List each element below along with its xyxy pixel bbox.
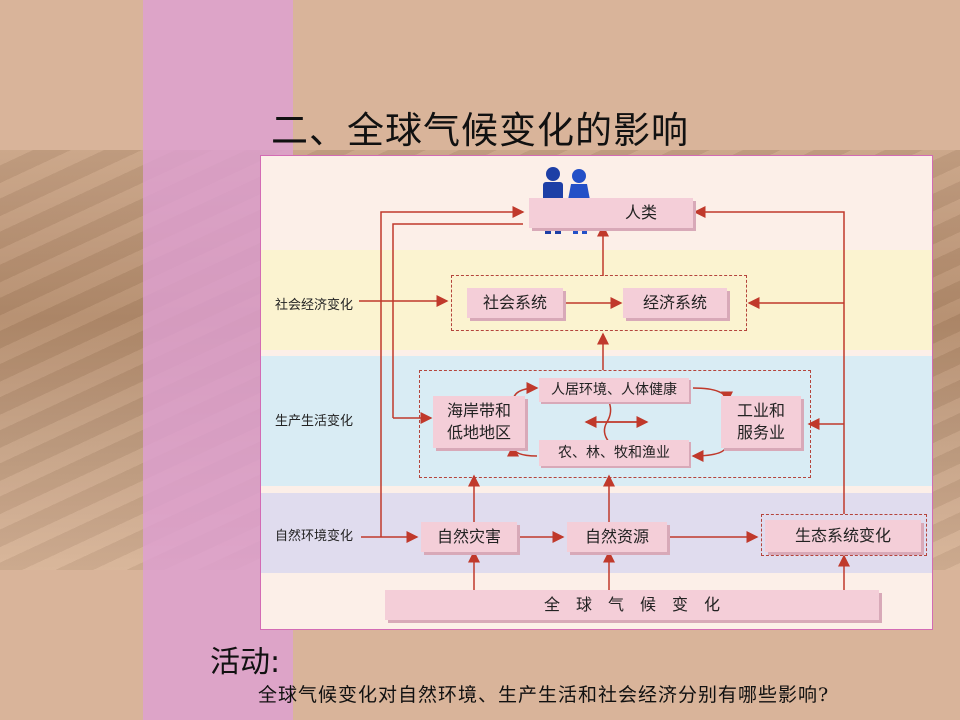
agriculture-box: 农、林、牧和渔业 bbox=[539, 440, 689, 466]
natural-resources-box: 自然资源 bbox=[567, 522, 667, 552]
industry-service-box: 工业和 服务业 bbox=[721, 396, 801, 448]
impact-diagram: 社会经济变化 生产生活变化 自然环境变化 bbox=[260, 155, 933, 630]
ecosystem-change-box: 生态系统变化 bbox=[765, 520, 921, 552]
residence-health-box: 人居环境、人体健康 bbox=[539, 378, 689, 402]
activity-question: 全球气候变化对自然环境、生产生活和社会经济分别有哪些影响? bbox=[258, 684, 830, 706]
social-economic-group bbox=[451, 275, 747, 331]
band-label-production: 生产生活变化 bbox=[275, 414, 354, 429]
human-box: 人类 bbox=[529, 198, 693, 228]
slide-title: 二、全球气候变化的影响 bbox=[271, 109, 689, 152]
social-system-box: 社会系统 bbox=[467, 288, 563, 318]
activity-label: 活动: bbox=[210, 645, 281, 680]
human-label: 人类 bbox=[624, 203, 657, 222]
band-label-environment: 自然环境变化 bbox=[275, 529, 354, 544]
coastal-box: 海岸带和 低地地区 bbox=[433, 396, 525, 448]
band-label-social: 社会经济变化 bbox=[275, 298, 354, 313]
natural-disaster-box: 自然灾害 bbox=[421, 522, 517, 552]
global-climate-change-box: 全 球 气 候 变 化 bbox=[385, 590, 879, 620]
economic-system-box: 经济系统 bbox=[623, 288, 727, 318]
band-social bbox=[261, 250, 932, 350]
